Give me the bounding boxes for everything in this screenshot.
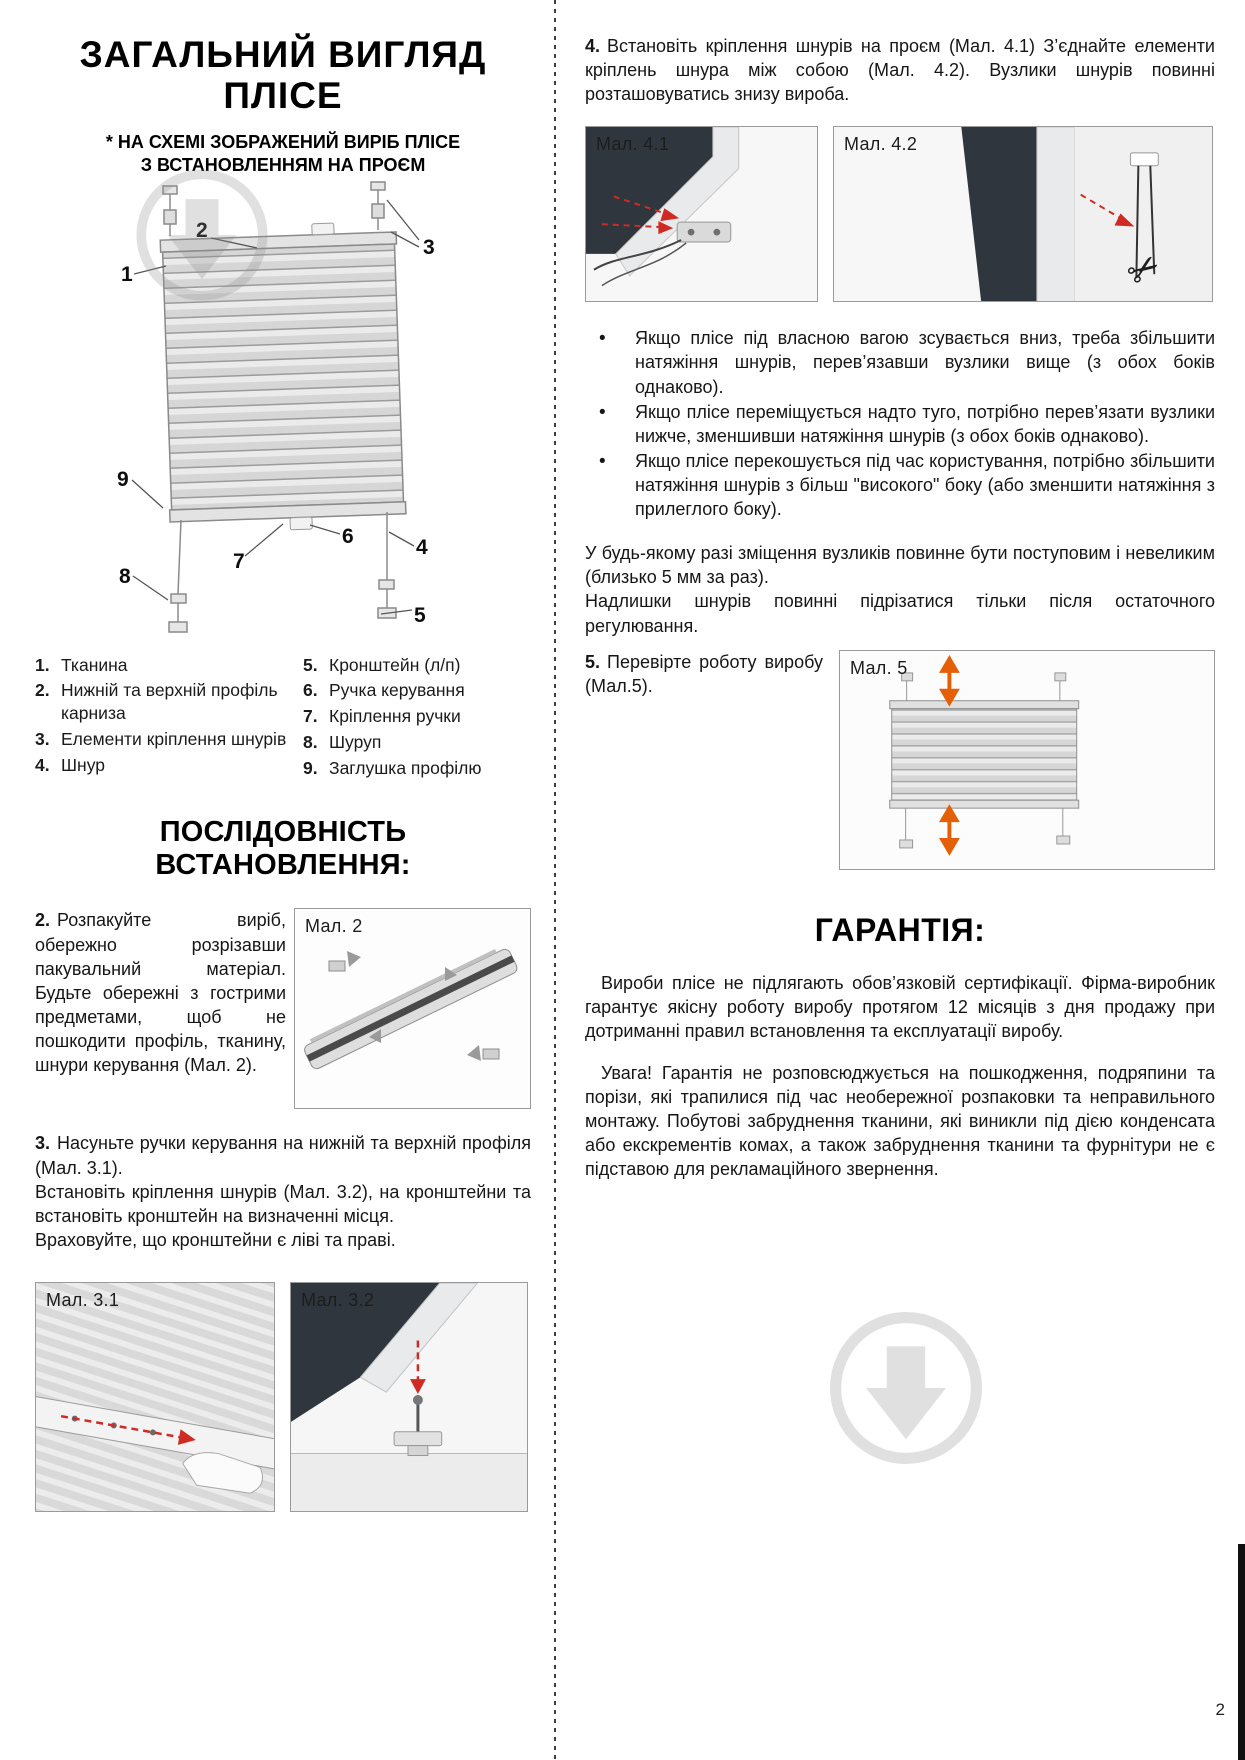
legend-item: 8. Шуруп	[303, 731, 382, 752]
step-2-body: Розпакуйте виріб, обережно розрізавши па…	[35, 910, 286, 1076]
legend-item: 7. Кріплення ручки	[303, 706, 461, 727]
step-2-text: 2.Розпакуйте виріб, обережно розрізавши …	[35, 908, 286, 1109]
step-3-line2: Встановіть кріплення шнурів (Мал. 3.2), …	[35, 1181, 531, 1226]
bullet-item: Якщо плісе перекошується під час користу…	[585, 449, 1215, 521]
step-3-text: 3.Насуньте ручки керування на нижній та …	[35, 1131, 531, 1252]
legend-item: 2. Нижній та верхній профіль карниза	[35, 680, 278, 724]
figures-4-block: Мал. 4.1 ✂ Мал. 4.2	[585, 126, 1215, 303]
callout-3: 3	[423, 236, 435, 259]
page-title-line2: ПЛІСЕ	[223, 75, 343, 117]
legend-item: 5. Кронштейн (л/п)	[303, 654, 461, 675]
figure-3-2-label: Мал. 3.2	[301, 1289, 375, 1310]
callout-5: 5	[414, 604, 426, 627]
step-2-number: 2.	[35, 910, 51, 931]
parts-legend-col1: 1. Тканина 2. Нижній та верхній профіль …	[35, 654, 303, 783]
callout-9: 9	[117, 468, 129, 491]
bullet-item: Якщо плісе переміщується надто туго, пот…	[585, 400, 1215, 448]
step-3-line3: Враховуйте, що кронштейни є ліві та прав…	[35, 1229, 396, 1250]
warranty-paragraph-2: Увага! Гарантія не розповсюджується на п…	[585, 1062, 1215, 1180]
step-4-number: 4.	[585, 36, 601, 56]
parts-legend: 1. Тканина 2. Нижній та верхній профіль …	[35, 654, 531, 783]
callout-4: 4	[416, 536, 428, 559]
page-edge-bar	[1238, 1544, 1245, 1760]
step-5-text: 5.Перевірте роботу виробу (Мал.5).	[585, 650, 823, 870]
step-2-block: 2.Розпакуйте виріб, обережно розрізавши …	[35, 908, 531, 1110]
figure-2: Мал. 2	[294, 908, 531, 1110]
figure-3-1-image	[36, 1282, 274, 1511]
step-4-text: 4.Встановіть кріплення шнурів на проєм (…	[585, 34, 1215, 106]
figure-4-2: ✂ Мал. 4.2	[833, 126, 1213, 303]
step-4-body: Встановіть кріплення шнурів на проєм (Ма…	[585, 36, 1215, 105]
left-column: ЗАГАЛЬНИЙ ВИГЛЯД ПЛІСЕ * НА СХЕМІ ЗОБРАЖ…	[35, 34, 531, 1512]
step-5-body: Перевірте роботу виробу (Мал.5).	[585, 651, 823, 696]
step-5-block: 5.Перевірте роботу виробу (Мал.5).	[585, 649, 1215, 870]
step-3-number: 3.	[35, 1133, 51, 1154]
legend-item: 4. Шнур	[35, 754, 105, 775]
column-divider	[554, 0, 556, 1760]
product-diagram-drawing: 1 2 3 4 5 6 7 8 9	[117, 180, 435, 633]
page-subtitle-line2: З ВСТАНОВЛЕННЯМ НА ПРОЄМ	[140, 155, 426, 176]
figures-3-block: Мал. 3.1 Мал. 3.2	[35, 1281, 531, 1512]
figure-4-2-label: Мал. 4.2	[844, 134, 918, 155]
legend-item: 6. Ручка керування	[303, 680, 465, 701]
watermark-logo	[826, 1308, 986, 1468]
product-diagram: 1 2 3 4 5 6 7 8 9	[35, 180, 531, 646]
legend-item: 9. Заглушка профілю	[303, 757, 482, 778]
page-subtitle-line1: * НА СХЕМІ ЗОБРАЖЕНИЙ ВИРІБ ПЛІСЕ	[105, 131, 461, 152]
adjustment-notes: У будь-якому разі зміщення вузликів пови…	[585, 541, 1215, 637]
page-subtitle: * НА СХЕМІ ЗОБРАЖЕНИЙ ВИРІБ ПЛІСЕ З ВСТА…	[35, 131, 531, 178]
callout-1: 1	[121, 263, 133, 286]
figure-5-label: Мал. 5	[850, 657, 908, 678]
figure-2-label: Мал. 2	[305, 916, 363, 937]
step-3-line1: Насуньте ручки керування на нижній та ве…	[35, 1133, 531, 1178]
page-number: 2	[1215, 1700, 1225, 1719]
figure-4-1-label: Мал. 4.1	[596, 134, 670, 155]
installation-heading: ПОСЛІДОВНІСТЬ ВСТАНОВЛЕННЯ:	[155, 816, 411, 882]
parts-legend-col2: 5. Кронштейн (л/п) 6. Ручка керування 7.…	[303, 654, 531, 783]
warranty-paragraph-1: Вироби плісе не підлягають обов’язковій …	[585, 972, 1215, 1041]
figure-5-image	[840, 650, 1214, 869]
callout-2: 2	[196, 219, 208, 242]
figure-3-2: Мал. 3.2	[290, 1281, 528, 1512]
figure-4-2-image: ✂	[834, 127, 1212, 302]
warranty-heading: ГАРАНТІЯ:	[814, 911, 986, 948]
page-title: ЗАГАЛЬНИЙ ВИГЛЯД ПЛІСЕ	[35, 34, 531, 117]
callout-6: 6	[342, 525, 354, 548]
figure-3-1-label: Мал. 3.1	[46, 1289, 120, 1310]
note-1: У будь-якому разі зміщення вузликів пови…	[585, 543, 1215, 588]
figure-2-image	[295, 909, 530, 1109]
figure-3-2-image	[291, 1282, 527, 1511]
page-title-line1: ЗАГАЛЬНИЙ ВИГЛЯД	[79, 34, 487, 75]
legend-item: 3. Елементи кріплення шнурів	[35, 728, 287, 749]
adjustment-bullets: Якщо плісе під власною вагою зсувається …	[585, 326, 1215, 521]
figure-4-1-image	[586, 127, 817, 302]
figure-3-1: Мал. 3.1	[35, 1281, 275, 1512]
legend-item: 1. Тканина	[35, 654, 128, 675]
figure-4-1: Мал. 4.1	[585, 126, 818, 303]
right-column: 4.Встановіть кріплення шнурів на проєм (…	[585, 34, 1215, 1182]
step-5-number: 5.	[585, 651, 601, 672]
callout-8: 8	[119, 565, 131, 588]
figure-5: Мал. 5	[839, 649, 1215, 870]
callout-7: 7	[233, 550, 245, 573]
note-2: Надлишки шнурів повинні підрізатися тіль…	[585, 591, 1215, 636]
bullet-item: Якщо плісе під власною вагою зсувається …	[585, 326, 1215, 398]
